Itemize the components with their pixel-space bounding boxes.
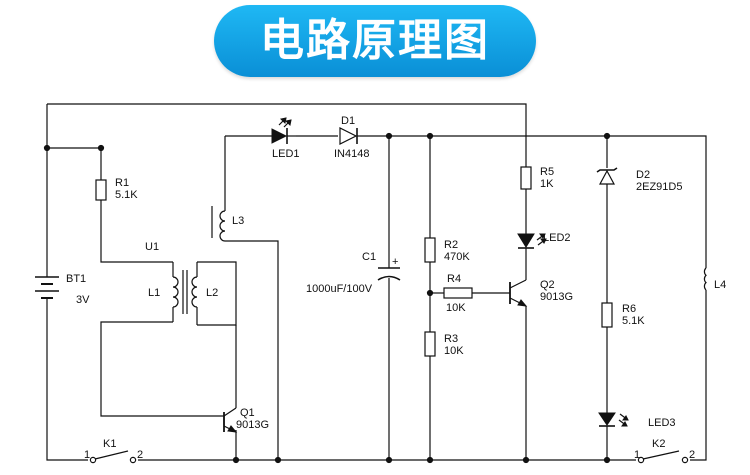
resistor-r1: R1 5.1K bbox=[95, 177, 138, 201]
led1-label: LED1 bbox=[272, 148, 300, 160]
r4-value: 10K bbox=[446, 302, 466, 314]
inductor-l4: L4 bbox=[703, 267, 726, 291]
resistor-r5: R5 1K bbox=[520, 166, 554, 190]
transistor-q2: Q2 9013G bbox=[509, 279, 573, 307]
resistor-r3: R3 10K bbox=[424, 331, 464, 357]
transistor-q1: Q1 9013G bbox=[223, 407, 269, 433]
r2-value: 470K bbox=[444, 251, 470, 263]
l2-label: L2 bbox=[206, 287, 218, 299]
u1-label: U1 bbox=[145, 241, 159, 253]
d1-label: D1 bbox=[341, 115, 355, 127]
resistor-r6: R6 5.1K bbox=[601, 302, 645, 328]
resistor-r2: R2 470K bbox=[424, 237, 470, 263]
r1-value: 5.1K bbox=[115, 189, 138, 201]
l3-label: L3 bbox=[232, 215, 244, 227]
k2-pin1: 1 bbox=[634, 449, 640, 461]
r6-value: 5.1K bbox=[622, 315, 645, 327]
q1-label: Q1 bbox=[240, 407, 255, 419]
title-banner: 电路原理图 bbox=[214, 5, 536, 77]
l1-label: L1 bbox=[148, 287, 160, 299]
r5-label: R5 bbox=[540, 166, 554, 178]
led3: LED3 bbox=[598, 412, 676, 429]
r3-label: R3 bbox=[444, 333, 458, 345]
k1-pin2: 2 bbox=[137, 449, 143, 461]
d1-value: IN4148 bbox=[334, 148, 369, 160]
junction-dots bbox=[43, 132, 611, 464]
k2-label: K2 bbox=[652, 438, 665, 450]
q2-label: Q2 bbox=[540, 279, 555, 291]
q2-value: 9013G bbox=[540, 291, 573, 303]
diode-d1: D1 IN4148 bbox=[334, 115, 369, 160]
k2-pin2: 2 bbox=[689, 449, 695, 461]
d2-value: 2EZ91D5 bbox=[636, 181, 682, 193]
transformer-u1: U1 L1 L2 bbox=[145, 241, 218, 325]
k1-label: K1 bbox=[103, 438, 116, 450]
switch-k2: K2 1 2 bbox=[634, 438, 695, 464]
k1-pin1: 1 bbox=[84, 449, 90, 461]
q1-value: 9013G bbox=[236, 419, 269, 431]
zener-d2: D2 2EZ91D5 bbox=[596, 167, 682, 193]
led2-label: LED2 bbox=[543, 232, 571, 244]
c1-value: 1000uF/100V bbox=[306, 283, 373, 295]
r3-value: 10K bbox=[444, 345, 464, 357]
capacitor-c1: + C1 1000uF/100V bbox=[306, 251, 401, 295]
switch-k1: K1 1 2 bbox=[84, 438, 143, 464]
inductor-l3: L3 bbox=[211, 206, 244, 242]
led2: LED2 bbox=[517, 232, 571, 249]
r2-label: R2 bbox=[444, 239, 458, 251]
resistor-r4: R4 10K bbox=[443, 273, 473, 314]
bt1-label: BT1 bbox=[66, 273, 86, 285]
l4-label: L4 bbox=[714, 279, 726, 291]
wires bbox=[46, 103, 707, 461]
r5-value: 1K bbox=[540, 178, 554, 190]
r6-label: R6 bbox=[622, 303, 636, 315]
bt1-value: 3V bbox=[76, 294, 90, 306]
c1-plus: + bbox=[392, 256, 398, 268]
d2-label: D2 bbox=[636, 169, 650, 181]
led1: LED1 bbox=[271, 117, 300, 160]
r1-label: R1 bbox=[115, 177, 129, 189]
r4-label: R4 bbox=[447, 273, 461, 285]
c1-label: C1 bbox=[362, 251, 376, 263]
led3-label: LED3 bbox=[648, 417, 676, 429]
battery-bt1: BT1 3V bbox=[35, 273, 90, 306]
page-title: 电路原理图 bbox=[260, 15, 490, 66]
